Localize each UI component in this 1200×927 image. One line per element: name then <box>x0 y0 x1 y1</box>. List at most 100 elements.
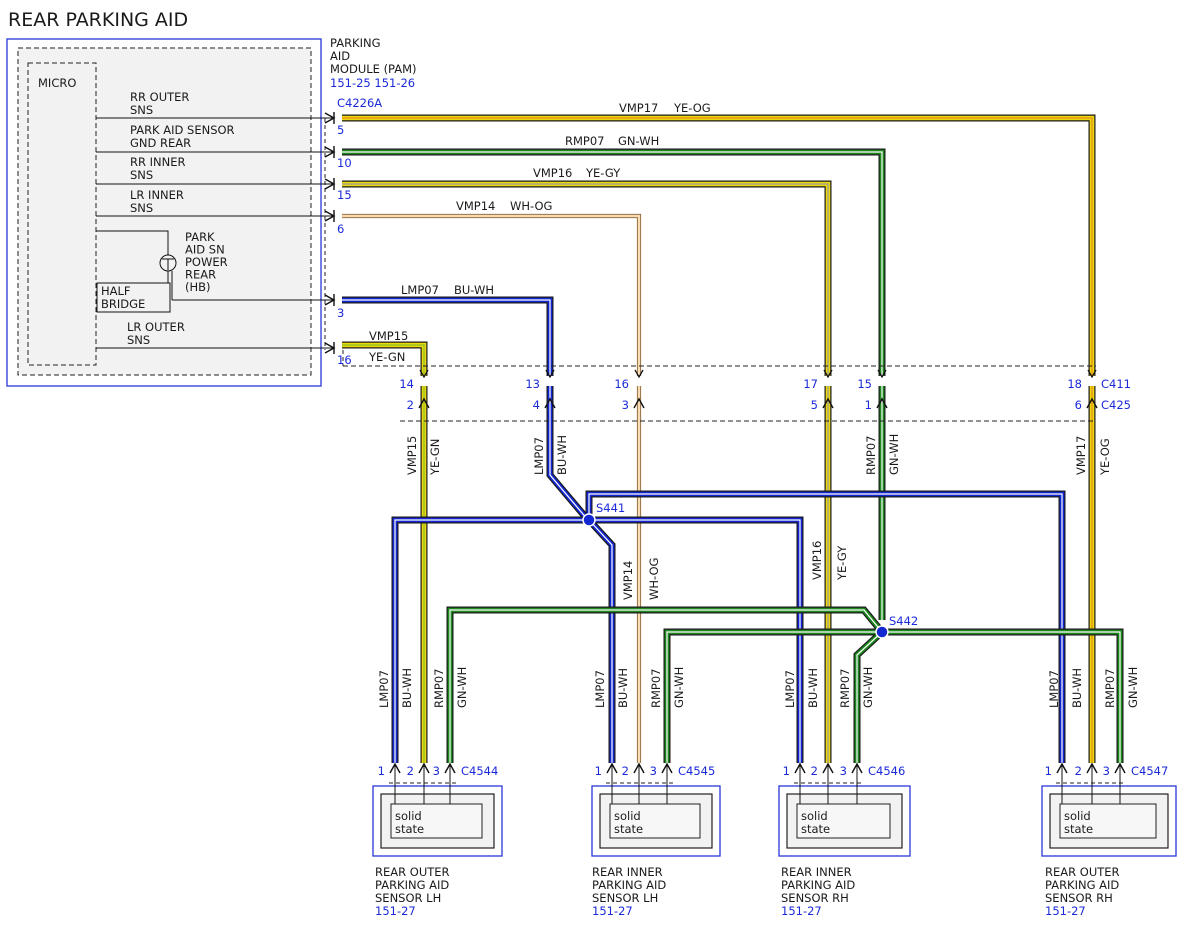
power-label-line: POWER <box>185 255 228 269</box>
wire-lmp07-rh-inner-fill <box>589 517 803 763</box>
drop-color-gn-wh: GN-WH <box>1126 667 1140 708</box>
sensor-name-line: REAR OUTER <box>375 865 450 879</box>
wire-lmp07-lh-outer-stripe <box>394 519 589 763</box>
sensor-name-line: PARKING AID <box>375 878 449 892</box>
c411-arrow <box>823 369 833 379</box>
sensor-name-line: PARKING AID <box>592 878 666 892</box>
half-bridge-label: BRIDGE <box>101 297 145 311</box>
sensor-connector-label: C4544 <box>461 764 498 778</box>
wire-vertical-label: YE-GY <box>835 545 849 581</box>
sensor-pin-number: 3 <box>650 764 657 778</box>
c411-pin-number: 14 <box>399 377 414 391</box>
sensor-inner-label: state <box>614 822 643 836</box>
pam-inner-box <box>17 47 312 376</box>
wire-rmp07-lh-outer-stripe <box>449 609 883 763</box>
c425-pin-number: 4 <box>533 398 540 412</box>
sensor-inner-label: solid <box>1064 809 1091 823</box>
circuit-color-label: GN-WH <box>618 134 659 148</box>
sensor-connector-label: C4546 <box>868 764 905 778</box>
connector-c411-label: C411 <box>1101 377 1131 391</box>
splice-s441 <box>582 513 596 527</box>
c411-pin-number: 18 <box>1067 377 1082 391</box>
wire-rmp07-rh-inner <box>853 629 885 763</box>
signal-label: SNS <box>130 201 153 215</box>
wire-rmp07-rh-outer <box>882 628 1124 763</box>
wire-vertical-label: YE-OG <box>1098 438 1112 476</box>
signal-label: LR OUTER <box>127 320 185 334</box>
wire-vertical-label: VMP14 <box>621 561 635 600</box>
sensor-solid-state-box <box>1059 803 1157 839</box>
wire-rmp07-lh-inner <box>663 628 882 763</box>
connector-c425-label: C425 <box>1101 398 1131 412</box>
wire-vmp14-stripe <box>342 215 640 763</box>
c425-arrow <box>876 397 888 409</box>
drop-color-bu-wh: BU-WH <box>616 668 630 708</box>
drop-color-bu-wh: BU-WH <box>1070 668 1084 708</box>
splice-label: S441 <box>596 501 625 515</box>
wire-vertical-label: VMP17 <box>1074 436 1088 475</box>
drop-label-rmp07: RMP07 <box>1103 669 1117 708</box>
wire-lmp07-main <box>342 296 591 523</box>
module-connector-label: C4226A <box>337 96 382 110</box>
circuit-id-label: LMP07 <box>401 283 439 297</box>
power-label-line: (HB) <box>185 280 211 294</box>
sensor-page-ref: 151-27 <box>781 904 822 918</box>
circuit-color-label: WH-OG <box>510 199 552 213</box>
power-label-line: REAR <box>185 268 216 282</box>
connector-gap <box>876 376 888 386</box>
sensor-page-ref: 151-27 <box>592 904 633 918</box>
drop-label-lmp07: LMP07 <box>1047 670 1061 708</box>
static-layer <box>6 38 1177 857</box>
sensor-frame <box>778 785 911 857</box>
module-pin-number: 16 <box>337 353 352 367</box>
micro-label: MICRO <box>38 76 76 90</box>
sensor-inner-label: state <box>1064 822 1093 836</box>
sensor-connector-label: C4545 <box>678 764 715 778</box>
c411-arrow <box>877 369 887 379</box>
sensor-name-line: PARKING AID <box>781 878 855 892</box>
sensor-name-line: PARKING AID <box>1045 878 1119 892</box>
sensor-name-line: REAR INNER <box>592 865 663 879</box>
drop-label-lmp07: LMP07 <box>783 670 797 708</box>
c425-arrow <box>544 397 556 409</box>
drop-color-bu-wh: BU-WH <box>400 668 414 708</box>
wire-vertical-label: VMP16 <box>810 541 824 580</box>
sensor-pin-number: 1 <box>783 764 790 778</box>
wire-rmp07-rh-outer-outline <box>882 628 1124 763</box>
sensor-inner-label: solid <box>614 809 641 823</box>
splice-s442 <box>875 625 889 639</box>
module-page-refs: 151-25 151-26 <box>330 76 415 90</box>
pam-module-frame <box>6 38 322 387</box>
sensor-inner-label: state <box>801 822 830 836</box>
wire-rmp07-main <box>342 148 886 620</box>
module-pin-number: 5 <box>337 123 344 137</box>
wire-vertical-label: GN-WH <box>887 434 901 475</box>
sensor-pin-number: 2 <box>407 764 414 778</box>
wire-vertical-label: BU-WH <box>555 435 569 475</box>
c411-arrow <box>634 369 644 379</box>
drop-color-gn-wh: GN-WH <box>861 667 875 708</box>
wire-lmp07-lh-inner-outline <box>586 517 616 763</box>
wire-lmp07-lh-outer <box>391 516 589 763</box>
c425-pin-number: 3 <box>622 398 629 412</box>
sensor-solid-state-box <box>609 803 701 839</box>
c425-arrow <box>633 397 645 409</box>
sensor-name-line: SENSOR RH <box>1045 891 1113 905</box>
circuit-id-label: VMP17 <box>619 101 658 115</box>
c411-arrow <box>545 369 555 379</box>
module-pin-number: 3 <box>337 306 344 320</box>
drop-label-rmp07: RMP07 <box>838 669 852 708</box>
sensor-pin-number: 3 <box>1103 764 1110 778</box>
c425-pin-number: 5 <box>811 398 818 412</box>
c425-pin-number: 6 <box>1075 398 1082 412</box>
wire-rmp07-lh-outer <box>446 606 885 763</box>
connector-gap <box>1086 376 1098 386</box>
wire-vmp15-stripe <box>342 344 425 763</box>
wire-rmp07-rh-outer-fill <box>882 629 1123 763</box>
sensor-name-line: REAR OUTER <box>1045 865 1120 879</box>
sensor-pin-number: 2 <box>1075 764 1082 778</box>
c425-arrow <box>822 397 834 409</box>
sensor-solid-state-box <box>390 803 483 839</box>
c411-pin-number: 15 <box>857 377 872 391</box>
